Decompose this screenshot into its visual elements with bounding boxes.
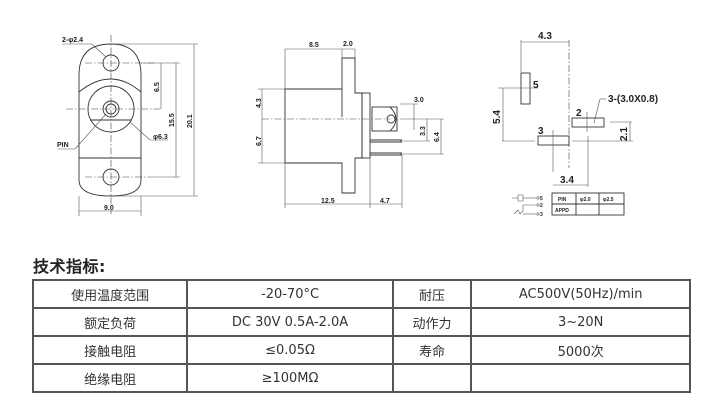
spec-value: ≥100MΩ [186,363,394,393]
label-dim-20-1: 20.1 [187,114,194,128]
footprint-view: 4.3 5 2 3 3-(3.0X0.8) 5.4 2.1 3.4 5 2 3 … [492,31,658,218]
spec-value: ≤0.05Ω [186,335,394,365]
label-fp-dim-4-3: 4.3 [538,31,552,42]
pin-table-row-appd: APPD [555,208,569,214]
label-fp-dim-2-1: 2.1 [619,127,630,141]
jack-schematic: 5 2 3 [512,194,543,218]
label-dim-8-5: 8.5 [309,42,319,49]
label-pin-3: 3 [538,126,544,137]
spec-value [470,363,691,393]
label-dim-3-3: 3.3 [420,126,427,136]
schematic-pin-2: 2 [540,203,543,209]
technical-drawing: 2-φ2.4 PIN φ6.3 6.5 15.5 20.1 9.0 [57,31,658,218]
label-dim-6-7: 6.7 [256,136,263,146]
spec-value: 5000次 [470,335,691,365]
table-row: 额定负荷 DC 30V 0.5A-2.0A 动作力 3~20N [31,307,691,337]
spec-label: 额定负荷 [31,307,189,337]
label-pin: PIN [57,142,69,149]
label-dim-3-0: 3.0 [414,97,424,104]
side-body-outline [284,57,363,194]
label-mount-holes: 2-φ2.4 [62,37,83,44]
label-fp-dim-5-4: 5.4 [492,110,503,124]
spec-label: 绝缘电阻 [31,363,189,393]
table-row: 接触电阻 ≤0.05Ω 寿命 5000次 [31,335,691,365]
pad-pin-3 [537,135,570,146]
spec-value: DC 30V 0.5A-2.0A [186,307,394,337]
pin-table-header-d20: φ2.0 [580,197,591,203]
spec-label: 寿命 [391,335,473,365]
label-dim-2-0: 2.0 [343,41,353,48]
schematic-pin-3: 3 [540,212,543,218]
front-view: 2-φ2.4 PIN φ6.3 6.5 15.5 20.1 9.0 [57,35,198,216]
spec-table: 使用温度范围 -20-70°C 耐压 AC500V(50Hz)/min 额定负荷… [31,279,691,393]
table-row: 绝缘电阻 ≥100MΩ [31,363,691,393]
pad-pin-2 [571,117,605,128]
spec-label: 使用温度范围 [31,279,189,309]
label-dim-6-5: 6.5 [154,82,161,92]
table-row: 使用温度范围 -20-70°C 耐压 AC500V(50Hz)/min [31,279,691,309]
spec-label: 耐压 [391,279,473,309]
front-upper-arc [78,78,142,93]
pin-table: PIN φ2.0 φ2.5 APPD [551,192,625,216]
label-fp-dim-3-4: 3.4 [560,175,574,186]
label-barrel-dia: φ6.3 [153,134,168,141]
label-pin-5: 5 [533,80,539,91]
side-back-plate [361,92,371,159]
label-dim-4-3: 4.3 [256,98,263,108]
label-dim-15-5: 15.5 [169,113,176,127]
spec-heading: 技术指标: [33,257,106,276]
pin-table-header-d25: φ2.5 [603,197,614,203]
spec-value: 3~20N [470,307,691,337]
side-view: 8.5 2.0 4.3 6.7 3.0 3.3 6.4 12.5 4.7 [256,41,444,208]
schematic-pin-5: 5 [540,196,543,202]
spec-label: 动作力 [391,307,473,337]
spec-label [391,363,473,393]
label-dim-12-5: 12.5 [321,198,335,205]
spec-label: 接触电阻 [31,335,189,365]
label-dim-4-7: 4.7 [380,198,390,205]
spec-value: -20-70°C [186,279,394,309]
label-dim-9-0: 9.0 [104,205,114,212]
pad-pin-5 [520,72,531,105]
spec-value: AC500V(50Hz)/min [470,279,691,309]
label-dim-6-4: 6.4 [434,132,441,142]
label-pin-size: 3-(3.0X0.8) [608,94,658,105]
label-pin-2: 2 [576,108,582,119]
pin-table-header-pin: PIN [558,197,567,203]
front-body-outline [78,43,142,197]
